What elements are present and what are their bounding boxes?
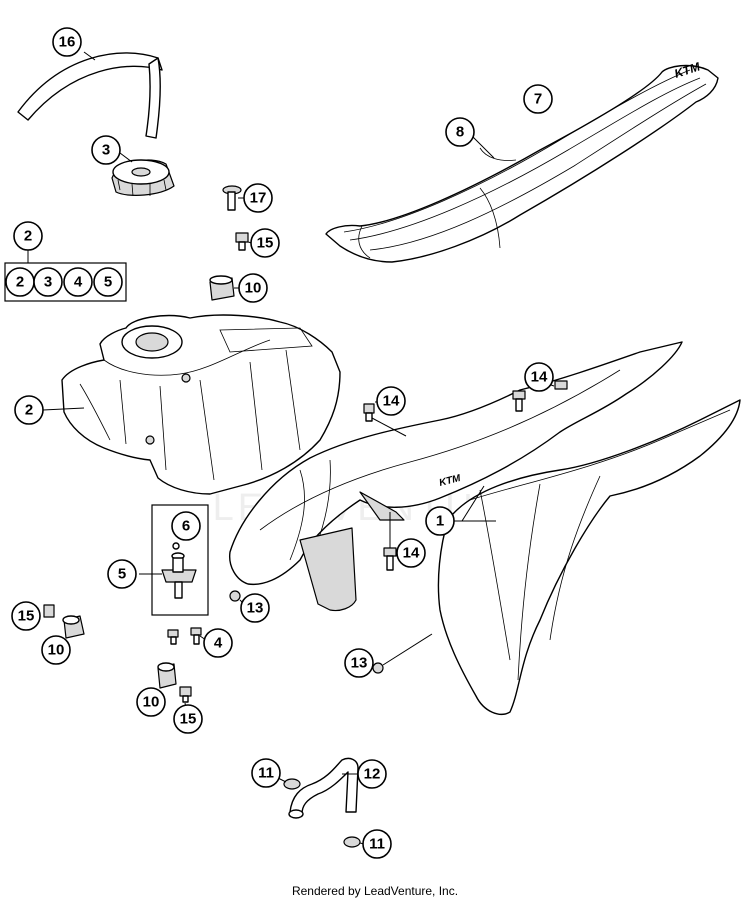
callout-3-kit-item[interactable]: 3 [33, 267, 63, 297]
bolt-15-top-part[interactable] [235, 232, 249, 251]
svg-text:15: 15 [18, 608, 35, 625]
callout-13-b[interactable]: 13 [344, 648, 374, 678]
screw-13-b-part[interactable] [372, 662, 384, 674]
callout-11-b[interactable]: 11 [362, 829, 392, 859]
shroud-left-part[interactable] [229, 341, 683, 612]
fuel-tap-part[interactable] [161, 542, 197, 599]
callout-6[interactable]: 6 [171, 511, 201, 541]
callout-2-kit-header[interactable]: 2 [13, 221, 43, 251]
svg-text:3: 3 [44, 274, 52, 291]
svg-text:17: 17 [250, 190, 267, 207]
fuel-line-part[interactable] [288, 757, 359, 819]
callout-2-tank[interactable]: 2 [14, 395, 44, 425]
svg-text:11: 11 [369, 836, 385, 853]
seat-part[interactable]: KTM [325, 59, 719, 263]
callout-12[interactable]: 12 [357, 759, 387, 789]
svg-text:2: 2 [25, 402, 33, 419]
svg-text:14: 14 [403, 545, 420, 562]
svg-text:13: 13 [351, 655, 368, 672]
svg-text:11: 11 [258, 765, 274, 782]
bushing-10-low-part[interactable] [157, 662, 177, 689]
callout-4[interactable]: 4 [203, 628, 233, 658]
callout-15-mid[interactable]: 15 [11, 601, 41, 631]
bushing-10-top-part[interactable] [209, 275, 235, 301]
svg-text:8: 8 [456, 124, 464, 141]
fuel-tank-part[interactable] [61, 314, 341, 495]
svg-text:4: 4 [214, 635, 223, 652]
bushing-10-mid-part[interactable] [62, 615, 85, 639]
footer-credit: Rendered by LeadVenture, Inc. [291, 884, 459, 898]
kit-5-box [151, 504, 209, 616]
svg-text:12: 12 [364, 766, 381, 783]
svg-text:5: 5 [104, 274, 112, 291]
svg-text:2: 2 [16, 274, 24, 291]
svg-text:16: 16 [59, 34, 76, 51]
callout-17[interactable]: 17 [243, 183, 273, 213]
callout-15-top[interactable]: 15 [250, 228, 280, 258]
shroud-right-part[interactable]: KTM [437, 399, 741, 715]
callout-14-b[interactable]: 14 [524, 362, 554, 392]
bolt-14-b-part[interactable] [512, 390, 526, 412]
svg-text:6: 6 [182, 518, 190, 535]
callout-7[interactable]: 7 [523, 84, 553, 114]
fuel-cap-part[interactable] [111, 159, 175, 197]
svg-text:15: 15 [180, 711, 197, 728]
screw-4-a-part[interactable] [167, 629, 179, 645]
svg-text:10: 10 [245, 280, 262, 297]
callout-16[interactable]: 16 [52, 27, 82, 57]
svg-text:13: 13 [247, 600, 264, 617]
svg-text:7: 7 [534, 91, 542, 108]
callout-13-a[interactable]: 13 [240, 593, 270, 623]
callout-10-mid[interactable]: 10 [41, 635, 71, 665]
callout-10-top[interactable]: 10 [238, 273, 268, 303]
svg-text:14: 14 [383, 393, 400, 410]
bolt-15-mid-part[interactable] [43, 604, 55, 618]
svg-text:KTM: KTM [438, 473, 462, 489]
svg-text:3: 3 [102, 142, 110, 159]
callout-10-low[interactable]: 10 [136, 687, 166, 717]
svg-text:1: 1 [436, 513, 444, 530]
screw-13-a-part[interactable] [229, 590, 241, 602]
callout-3[interactable]: 3 [91, 135, 121, 165]
svg-text:10: 10 [48, 642, 65, 659]
hose-clamp-b-part[interactable] [343, 836, 361, 848]
screw-17-part[interactable] [222, 185, 242, 211]
callout-5-kit-item[interactable]: 5 [93, 267, 123, 297]
svg-text:5: 5 [118, 566, 126, 583]
callout-15-low[interactable]: 15 [173, 704, 203, 734]
callout-2-kit-item[interactable]: 2 [5, 267, 35, 297]
svg-text:15: 15 [257, 235, 274, 252]
svg-text:10: 10 [143, 694, 160, 711]
kit-2-box [4, 262, 127, 302]
svg-text:2: 2 [24, 228, 32, 245]
bolt-15-low-part[interactable] [179, 686, 192, 703]
svg-text:4: 4 [74, 274, 83, 291]
svg-text:14: 14 [531, 369, 548, 386]
bolt-14-a-part[interactable] [363, 403, 375, 422]
callout-14-c[interactable]: 14 [396, 538, 426, 568]
bolt-14-d-part[interactable] [383, 547, 397, 571]
callout-4-kit-item[interactable]: 4 [63, 267, 93, 297]
screw-4-b-part[interactable] [190, 627, 202, 645]
callout-1[interactable]: 1 [425, 506, 455, 536]
hose-clamp-a-part[interactable] [283, 778, 301, 790]
callout-14-a[interactable]: 14 [376, 386, 406, 416]
callout-5[interactable]: 5 [107, 559, 137, 589]
callout-8[interactable]: 8 [445, 117, 475, 147]
breather-hose-part[interactable] [17, 52, 163, 139]
callout-11-a[interactable]: 11 [251, 758, 281, 788]
